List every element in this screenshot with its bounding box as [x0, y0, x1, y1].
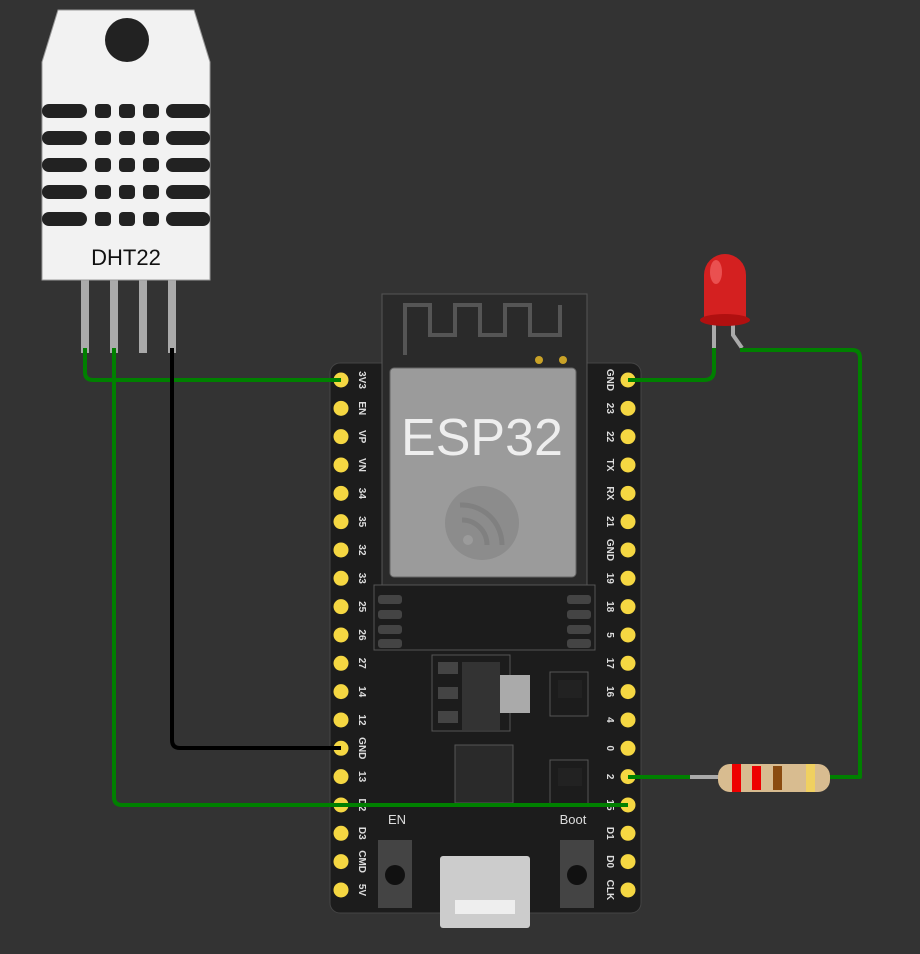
wire-dht-vcc-3v3[interactable]: [83, 348, 341, 382]
en-label: EN: [388, 812, 406, 827]
pin-label: 23: [604, 403, 615, 415]
espressif-logo-icon: [445, 486, 519, 560]
pin-label: 12: [356, 714, 367, 726]
red-led[interactable]: [700, 254, 750, 350]
pin-left_pins-17[interactable]: [333, 854, 349, 870]
pin-label: 5V: [356, 884, 367, 897]
pin-right_pins-13[interactable]: [620, 740, 636, 756]
esp32-board[interactable]: ESP32 EN Boot 3V3ENVPVN34353233252627141…: [329, 293, 642, 928]
pin-left_pins-5[interactable]: [333, 514, 349, 530]
pin-left_pins-11[interactable]: [333, 684, 349, 700]
pin-right_pins-18[interactable]: [620, 882, 636, 898]
pin-right_pins-6[interactable]: [620, 542, 636, 558]
pin-label: 2: [604, 774, 615, 780]
en-button[interactable]: [378, 840, 412, 908]
pin-label: VP: [356, 430, 367, 444]
pin-label: 22: [604, 431, 615, 443]
pin-label: GND: [604, 539, 615, 561]
boot-label: Boot: [560, 812, 587, 827]
pin-label: 0: [604, 746, 615, 752]
dht22-sensor[interactable]: DHT22: [41, 9, 211, 353]
pin-label: 18: [604, 601, 615, 613]
pin-left_pins-4[interactable]: [333, 485, 349, 501]
pin-right_pins-11[interactable]: [620, 684, 636, 700]
pin-right_pins-5[interactable]: [620, 514, 636, 530]
pin-right_pins-17[interactable]: [620, 854, 636, 870]
pin-label: 3V3: [356, 371, 367, 389]
pin-label: RX: [604, 486, 615, 500]
wire-led-resistor[interactable]: [740, 348, 862, 779]
pin-label: CMD: [356, 850, 367, 873]
pin-label: GND: [604, 369, 615, 391]
pin-right_pins-1[interactable]: [620, 400, 636, 416]
wire-dht-gnd[interactable]: [170, 348, 341, 750]
pin-label: 17: [604, 658, 615, 670]
pin-right_pins-16[interactable]: [620, 825, 636, 841]
pin-label: VN: [356, 458, 367, 472]
dht22-label: DHT22: [91, 245, 161, 270]
pin-left_pins-10[interactable]: [333, 655, 349, 671]
pin-left_pins-9[interactable]: [333, 627, 349, 643]
pin-right_pins-8[interactable]: [620, 599, 636, 615]
pin-right_pins-12[interactable]: [620, 712, 636, 728]
pin-left_pins-18[interactable]: [333, 882, 349, 898]
boot-button[interactable]: [560, 840, 594, 908]
pin-label: 5: [604, 632, 615, 638]
pin-right_pins-4[interactable]: [620, 485, 636, 501]
pin-label: D3: [356, 827, 367, 840]
pin-left_pins-14[interactable]: [333, 769, 349, 785]
pin-label: 27: [356, 658, 367, 670]
esp32-label: ESP32: [401, 409, 563, 467]
pin-label: 25: [356, 601, 367, 613]
pin-right_pins-7[interactable]: [620, 570, 636, 586]
pin-label: 32: [356, 544, 367, 556]
pin-label: 26: [356, 629, 367, 641]
pin-label: D0: [604, 855, 615, 868]
pin-label: EN: [356, 401, 367, 415]
pin-label: 13: [356, 771, 367, 783]
usb-port: [440, 856, 530, 928]
pin-label: 14: [356, 686, 367, 698]
wire-dht-data-d15[interactable]: [112, 348, 628, 807]
pin-label: 19: [604, 573, 615, 585]
pin-label: 21: [604, 516, 615, 528]
pin-left_pins-7[interactable]: [333, 570, 349, 586]
wire-led-gnd[interactable]: [628, 348, 716, 382]
dht22-pins: [81, 278, 176, 353]
pin-label: 34: [356, 488, 367, 500]
pin-label: GND: [356, 737, 367, 759]
pin-right_pins-9[interactable]: [620, 627, 636, 643]
pin-left_pins-8[interactable]: [333, 599, 349, 615]
pin-label: 16: [604, 686, 615, 698]
pin-left_pins-6[interactable]: [333, 542, 349, 558]
pin-right_pins-3[interactable]: [620, 457, 636, 473]
pin-left_pins-2[interactable]: [333, 429, 349, 445]
pin-label: TX: [604, 459, 615, 472]
pin-left_pins-16[interactable]: [333, 825, 349, 841]
pin-right_pins-2[interactable]: [620, 429, 636, 445]
pin-label: 4: [604, 717, 615, 723]
pin-label: 35: [356, 516, 367, 528]
pin-label: CLK: [604, 880, 615, 901]
pin-label: 33: [356, 573, 367, 585]
pin-left_pins-1[interactable]: [333, 400, 349, 416]
pin-left_pins-3[interactable]: [333, 457, 349, 473]
pin-label: D1: [604, 827, 615, 840]
pin-left_pins-12[interactable]: [333, 712, 349, 728]
pin-right_pins-10[interactable]: [620, 655, 636, 671]
